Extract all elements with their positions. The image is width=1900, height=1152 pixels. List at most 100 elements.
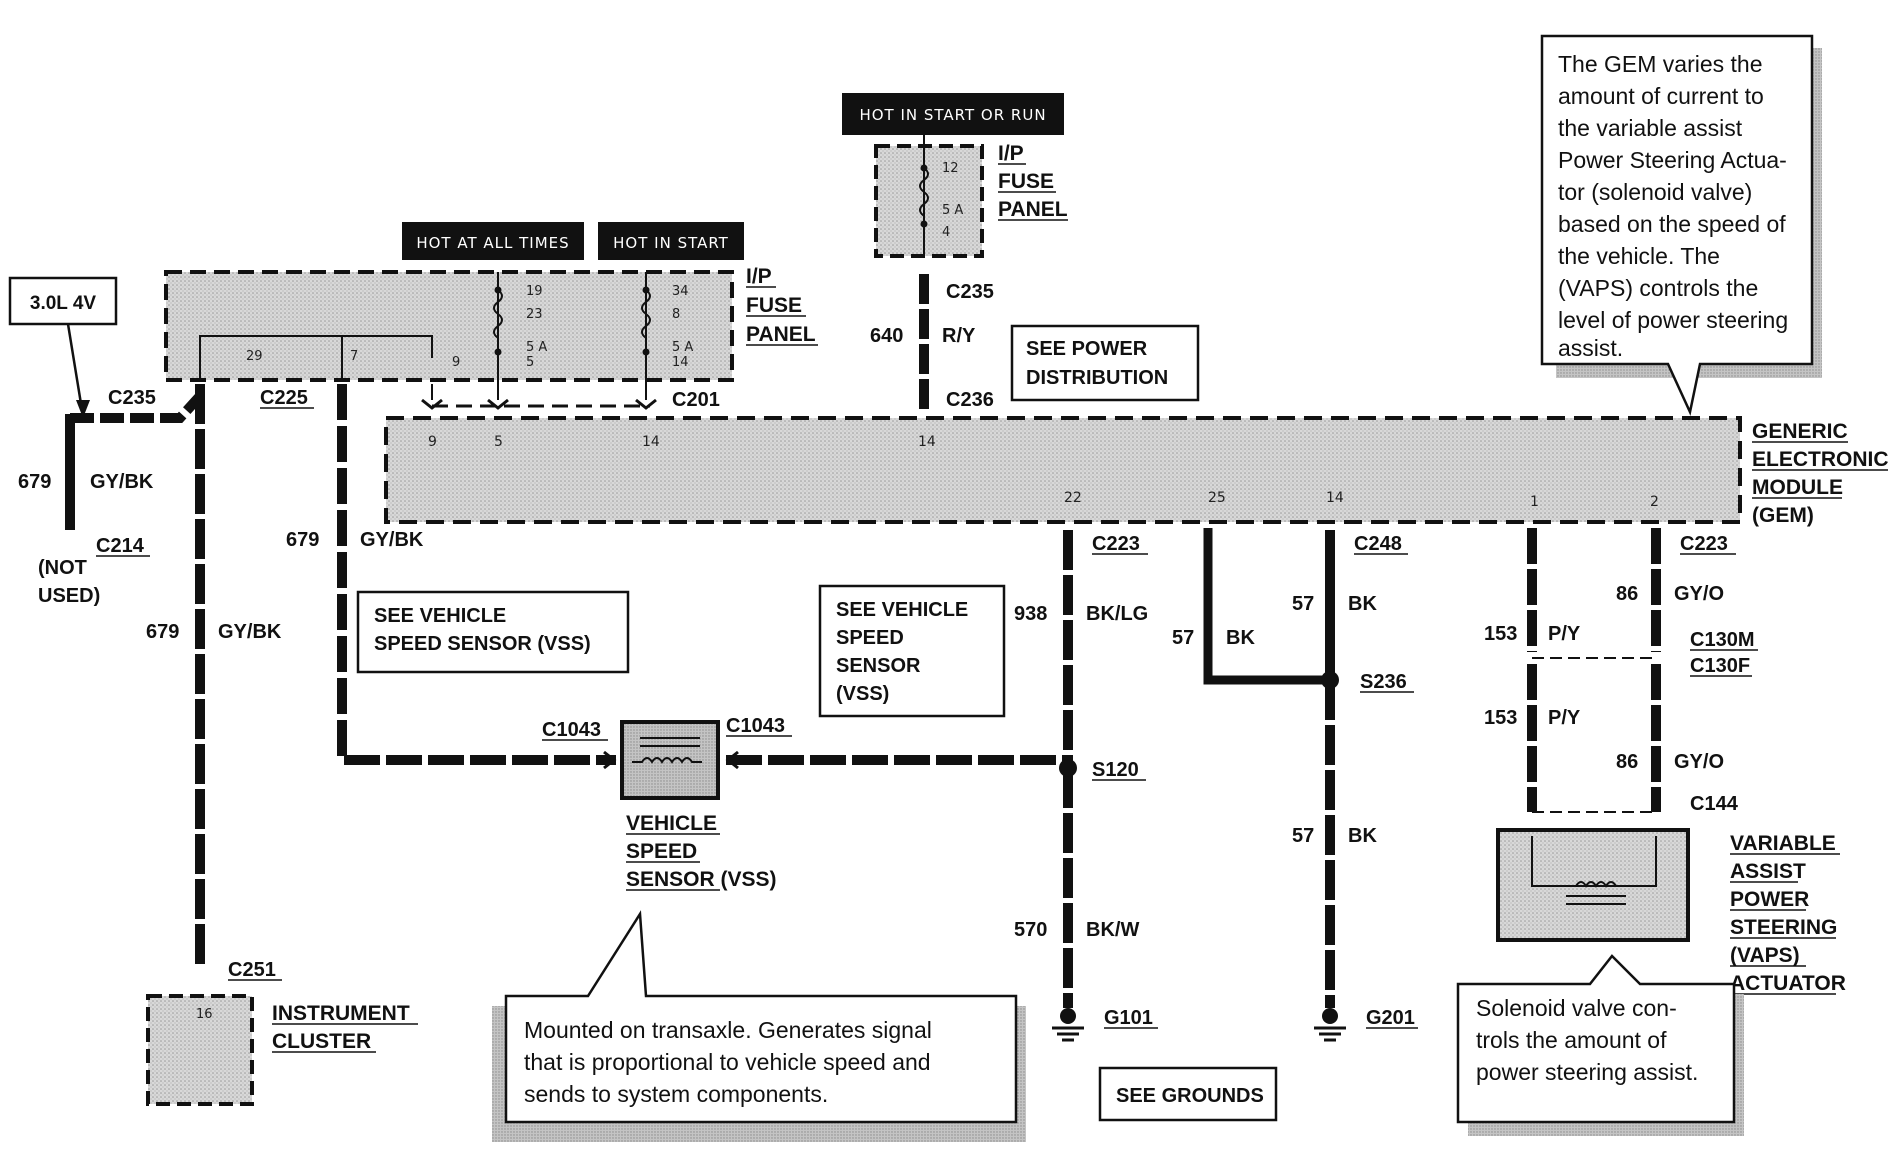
svg-text:BK: BK bbox=[1226, 627, 1255, 649]
svg-text:GY/O: GY/O bbox=[1674, 583, 1724, 605]
wire-86-b: 86 GY/O bbox=[1616, 664, 1724, 812]
svg-text:14: 14 bbox=[672, 355, 689, 370]
svg-text:Mounted on transaxle. Generate: Mounted on transaxle. Generates signal bbox=[524, 1017, 932, 1043]
splice-s236: S236 bbox=[1360, 671, 1407, 693]
svg-text:INSTRUMENT: INSTRUMENT bbox=[272, 1002, 410, 1025]
connector-c225: C225 bbox=[260, 387, 308, 409]
svg-text:SEE GROUNDS: SEE GROUNDS bbox=[1116, 1085, 1264, 1107]
svg-text:FUSE: FUSE bbox=[746, 294, 802, 317]
svg-text:86: 86 bbox=[1616, 751, 1638, 773]
wire-153-a: 153 P/Y bbox=[1484, 528, 1581, 652]
vaps-label: VARIABLE ASSIST POWER STEERING (VAPS) AC… bbox=[1730, 832, 1846, 995]
svg-text:5: 5 bbox=[494, 434, 503, 450]
svg-text:(VSS): (VSS) bbox=[836, 683, 889, 705]
svg-text:SPEED SENSOR (VSS): SPEED SENSOR (VSS) bbox=[374, 633, 591, 655]
svg-text:25: 25 bbox=[1208, 490, 1226, 506]
svg-text:5: 5 bbox=[526, 355, 534, 370]
svg-text:PANEL: PANEL bbox=[998, 198, 1068, 221]
svg-text:SENSOR: SENSOR bbox=[836, 655, 921, 677]
connector-c130m: C130M bbox=[1690, 629, 1754, 651]
svg-text:R/Y: R/Y bbox=[942, 325, 976, 347]
svg-text:2: 2 bbox=[1650, 494, 1659, 510]
see-grounds: SEE GROUNDS bbox=[1098, 1066, 1278, 1122]
svg-text:MODULE: MODULE bbox=[1752, 476, 1843, 499]
not-used-line2: USED) bbox=[38, 585, 100, 607]
svg-text:19: 19 bbox=[526, 284, 543, 299]
svg-text:level of power steering: level of power steering bbox=[1558, 307, 1788, 333]
svg-text:14: 14 bbox=[642, 434, 660, 450]
header-hot-in-start: HOT IN START bbox=[598, 222, 744, 260]
svg-text:power steering assist.: power steering assist. bbox=[1476, 1059, 1698, 1085]
svg-text:153: 153 bbox=[1484, 707, 1517, 729]
svg-text:(VAPS) controls the: (VAPS) controls the bbox=[1558, 275, 1758, 301]
wire-86-a: 86 GY/O bbox=[1616, 528, 1724, 652]
wire-938: 938 BK/LG bbox=[1014, 530, 1148, 768]
ground-g201-icon bbox=[1314, 1008, 1346, 1042]
ground-g101: G101 bbox=[1104, 1007, 1153, 1029]
connector-c201: C201 bbox=[672, 389, 720, 411]
engine-label-box: 3.0L 4V bbox=[8, 276, 118, 418]
svg-text:(GEM): (GEM) bbox=[1752, 504, 1814, 527]
svg-text:570: 570 bbox=[1014, 919, 1047, 941]
vss-component bbox=[603, 720, 739, 800]
svg-text:tor (solenoid valve): tor (solenoid valve) bbox=[1558, 179, 1752, 205]
svg-text:5 A: 5 A bbox=[672, 340, 693, 355]
wire-57-c248: 57 BK bbox=[1292, 530, 1377, 680]
svg-text:57: 57 bbox=[1172, 627, 1194, 649]
header-hot-in-start-or-run: HOT IN START OR RUN bbox=[842, 93, 1064, 135]
svg-text:14: 14 bbox=[1326, 490, 1344, 506]
wire-570: 570 BK/W bbox=[1014, 768, 1139, 1008]
svg-text:23: 23 bbox=[526, 307, 543, 322]
wire-57-g201: 57 BK bbox=[1292, 671, 1377, 1008]
connector-c223-b: C223 bbox=[1680, 533, 1728, 555]
svg-text:SPEED: SPEED bbox=[626, 840, 697, 863]
svg-text:FUSE: FUSE bbox=[998, 170, 1054, 193]
svg-text:P/Y: P/Y bbox=[1548, 707, 1581, 729]
svg-text:5 A: 5 A bbox=[942, 203, 963, 218]
svg-text:12: 12 bbox=[942, 161, 959, 176]
svg-text:I/P: I/P bbox=[998, 142, 1024, 165]
connector-c1043-b: C1043 bbox=[726, 715, 785, 737]
wire-153-b: 153 P/Y bbox=[1484, 664, 1581, 812]
svg-text:GY/O: GY/O bbox=[1674, 751, 1724, 773]
svg-text:GY/BK: GY/BK bbox=[360, 529, 424, 551]
svg-text:3.0L 4V: 3.0L 4V bbox=[30, 293, 97, 314]
svg-text:ELECTRONIC: ELECTRONIC bbox=[1752, 448, 1889, 471]
svg-text:679: 679 bbox=[18, 471, 51, 493]
ip-fuse-panel-top: 12 5 A 4 bbox=[874, 135, 984, 258]
svg-text:5 A: 5 A bbox=[526, 340, 547, 355]
svg-text:679: 679 bbox=[286, 529, 319, 551]
svg-text:assist.: assist. bbox=[1558, 335, 1623, 361]
wire-679-main: 679 GY/BK bbox=[146, 384, 282, 968]
ip-fuse-panel-left: 19 23 5 A 5 34 8 5 A 14 29 7 9 bbox=[164, 270, 734, 382]
callout-gem-note: The GEM varies the amount of current to … bbox=[1540, 34, 1822, 416]
svg-text:34: 34 bbox=[672, 284, 689, 299]
instrument-cluster-box: 16 bbox=[146, 994, 254, 1106]
ground-g201: G201 bbox=[1366, 1007, 1415, 1029]
connector-c130f: C130F bbox=[1690, 655, 1750, 677]
wire-vss-s120 bbox=[726, 755, 1077, 777]
connector-c144: C144 bbox=[1690, 793, 1739, 815]
svg-text:SENSOR (VSS): SENSOR (VSS) bbox=[626, 868, 777, 891]
connector-c223-a: C223 bbox=[1092, 533, 1140, 555]
svg-text:(VAPS): (VAPS) bbox=[1730, 944, 1800, 967]
svg-text:PANEL: PANEL bbox=[746, 323, 816, 346]
ip-fuse-panel-top-title: I/P FUSE PANEL bbox=[998, 142, 1068, 221]
svg-text:ASSIST: ASSIST bbox=[1730, 860, 1806, 883]
svg-text:The GEM varies the: The GEM varies the bbox=[1558, 51, 1763, 77]
svg-text:16: 16 bbox=[196, 1007, 213, 1022]
ground-g101-icon bbox=[1052, 1008, 1084, 1042]
see-power-distribution: SEE POWER DISTRIBUTION bbox=[1010, 324, 1200, 402]
not-used-line1: (NOT bbox=[38, 557, 87, 579]
connector-c248: C248 bbox=[1354, 533, 1402, 555]
svg-text:1: 1 bbox=[1530, 494, 1539, 510]
svg-text:SPEED: SPEED bbox=[836, 627, 904, 649]
ip-fuse-panel-left-title: I/P FUSE PANEL bbox=[746, 265, 818, 346]
svg-text:GENERIC: GENERIC bbox=[1752, 420, 1848, 443]
header-hot-at-all-times: HOT AT ALL TIMES bbox=[402, 222, 584, 260]
svg-text:VARIABLE: VARIABLE bbox=[1730, 832, 1836, 855]
svg-text:640: 640 bbox=[870, 325, 903, 347]
svg-text:Power Steering Actua-: Power Steering Actua- bbox=[1558, 147, 1787, 173]
svg-text:SEE POWER: SEE POWER bbox=[1026, 338, 1148, 360]
